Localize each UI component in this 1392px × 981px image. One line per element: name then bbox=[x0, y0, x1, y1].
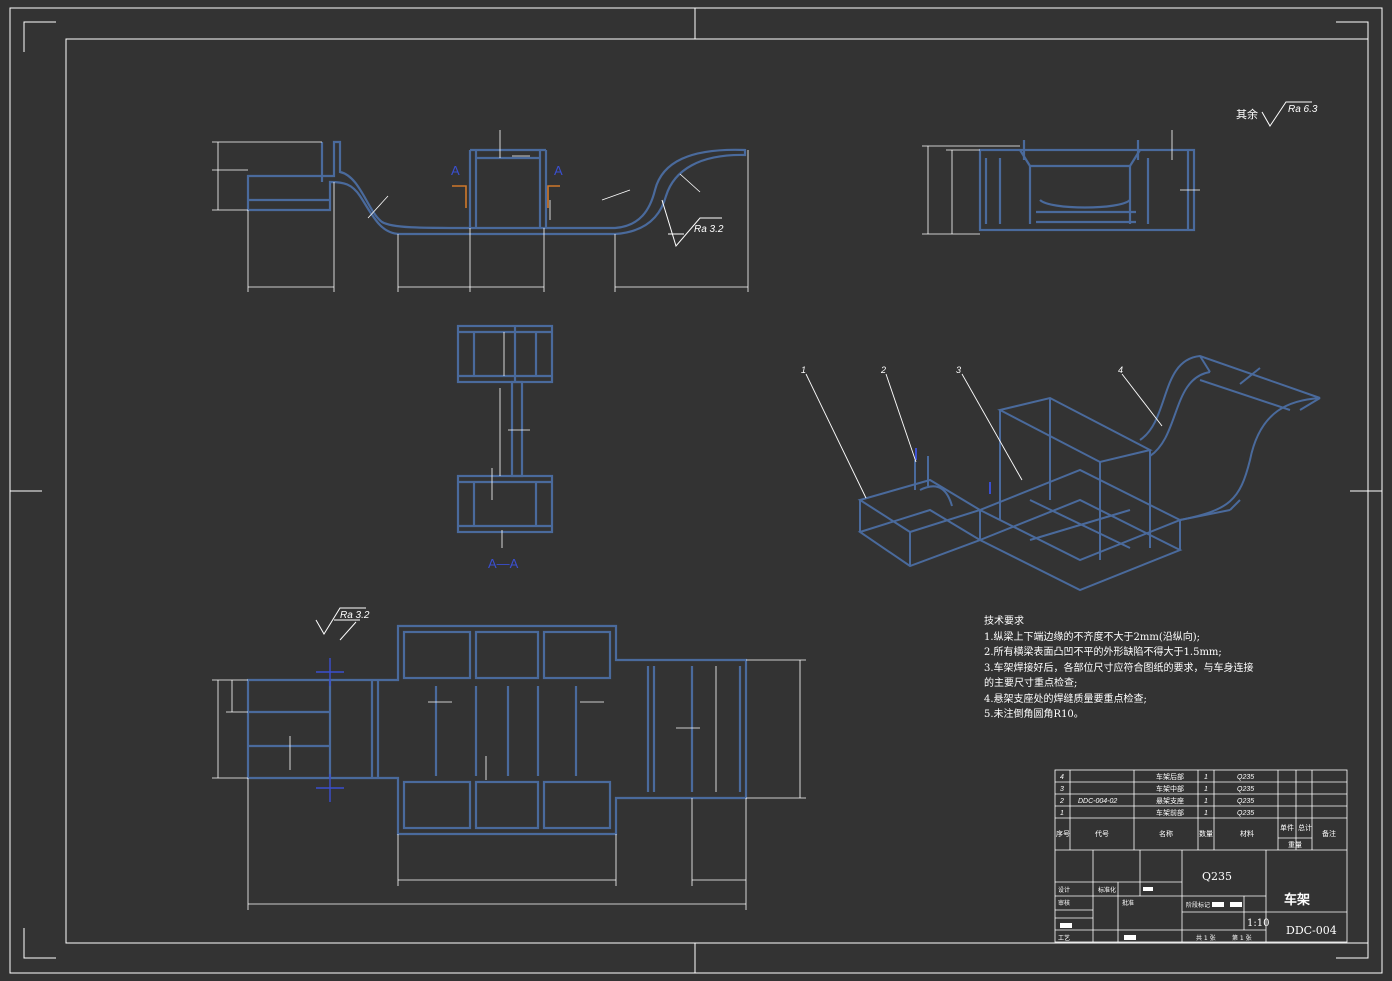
title-block-labels: 标准化 设计 审核 批准 工艺 阶段标记 共 1 张 第 1 张 bbox=[1058, 886, 1252, 942]
tech-item: 3.车架焊接好后，各部位尺寸应符合图纸的要求，与车身连接 bbox=[984, 662, 1254, 674]
bom-header-remark: 备注 bbox=[1322, 829, 1336, 838]
bom-header-unit: 单件 bbox=[1280, 823, 1294, 832]
bom-row-1-name: 车架后部 bbox=[1156, 772, 1184, 781]
bom-row-3-name: 悬架支座 bbox=[1156, 796, 1184, 805]
bom-row-3-no: 2 bbox=[1059, 798, 1064, 805]
front-view bbox=[246, 140, 747, 236]
section-view-dims bbox=[491, 332, 530, 548]
bom-row-3-qty: 1 bbox=[1204, 798, 1208, 805]
balloon-3: 3 bbox=[956, 365, 961, 375]
bom-row-1-material: Q235 bbox=[1237, 774, 1254, 781]
bom-row-2-name: 车架中部 bbox=[1156, 784, 1184, 793]
tb-sheets: 共 1 张 bbox=[1196, 934, 1216, 942]
front-view-dims bbox=[212, 130, 749, 292]
tb-approve: 批准 bbox=[1122, 899, 1134, 907]
roughness-value-plan: Ra 3.2 bbox=[340, 610, 370, 621]
tb-stage: 阶段标记 bbox=[1186, 901, 1210, 909]
roughness-general: 其余 Ra 6.3 bbox=[1236, 101, 1318, 127]
crosshairs bbox=[316, 658, 344, 802]
title-block-scale: 1:10 bbox=[1247, 918, 1269, 929]
bom-header-weight: 重量 bbox=[1288, 841, 1302, 849]
roughness-general-value: Ra 6.3 bbox=[1288, 104, 1318, 115]
roughness-general-label: 其余 bbox=[1236, 107, 1258, 121]
tb-process: 工艺 bbox=[1058, 934, 1070, 942]
tb-design: 设计 bbox=[1058, 886, 1070, 894]
section-view bbox=[456, 324, 554, 534]
roughness-value-front: Ra 3.2 bbox=[694, 224, 724, 235]
title-block-fills bbox=[1060, 887, 1242, 940]
section-markers: A A bbox=[451, 163, 563, 208]
bom-table bbox=[1054, 769, 1348, 943]
sheet-frame bbox=[9, 7, 1383, 974]
side-view-dims bbox=[922, 130, 1200, 235]
bom-row-4-material: Q235 bbox=[1237, 810, 1254, 817]
bom-header-qty: 数量 bbox=[1199, 829, 1213, 838]
section-mark-left: A bbox=[451, 163, 460, 178]
bom-header-total: 总计 bbox=[1298, 823, 1312, 832]
balloons: 1 2 3 4 bbox=[801, 365, 1123, 375]
roughness-symbol-plan: Ra 3.2 bbox=[315, 607, 370, 641]
bom-row-4-qty: 1 bbox=[1204, 810, 1208, 817]
plan-view-dims bbox=[212, 659, 806, 910]
bom-row-1-no: 4 bbox=[1060, 774, 1064, 781]
bom-row-1-qty: 1 bbox=[1204, 774, 1208, 781]
plan-view bbox=[246, 624, 748, 836]
drawing-code: DDC-004 bbox=[1286, 924, 1337, 937]
tech-item: 4.悬架支座处的焊缝质量要重点检查; bbox=[984, 693, 1147, 705]
balloon-1: 1 bbox=[801, 365, 806, 375]
isometric-view bbox=[857, 354, 1321, 592]
bom-header-name: 名称 bbox=[1159, 829, 1173, 838]
tech-item: 的主要尺寸重点检查; bbox=[984, 678, 1078, 689]
tech-requirements: 技术要求 1.纵梁上下端边缘的不齐度不大于2mm(沿纵向); 2.所有横梁表面凸… bbox=[984, 614, 1254, 723]
section-mark-right: A bbox=[554, 163, 563, 178]
tech-item: 1.纵梁上下端边缘的不齐度不大于2mm(沿纵向); bbox=[984, 631, 1201, 643]
tb-std: 标准化 bbox=[1098, 886, 1116, 894]
isometric-marks bbox=[915, 448, 991, 494]
bom-header-material: 材料 bbox=[1240, 829, 1254, 838]
title-block bbox=[1055, 850, 1347, 942]
side-view bbox=[978, 140, 1196, 232]
bom-row-2-qty: 1 bbox=[1204, 786, 1208, 793]
bom-row-2-material: Q235 bbox=[1237, 786, 1254, 793]
bom-header-no: 序号 bbox=[1056, 829, 1070, 838]
tb-check: 审核 bbox=[1058, 899, 1070, 907]
title-block-material: Q235 bbox=[1202, 870, 1232, 883]
tech-item: 5.未注倒角圆角R10。 bbox=[984, 709, 1084, 720]
balloon-2: 2 bbox=[880, 365, 886, 375]
bom-header: 序号 代号 名称 数量 材料 单件 总计 重量 备注 bbox=[1056, 823, 1336, 849]
balloon-leaders bbox=[805, 373, 1163, 499]
tech-item: 2.所有横梁表面凸凹不平的外形缺陷不得大于1.5mm; bbox=[984, 647, 1222, 658]
drawing-name: 车架 bbox=[1284, 892, 1310, 908]
roughness-symbol-front: Ra 3.2 bbox=[661, 199, 724, 248]
bom-row-4-name: 车架前部 bbox=[1156, 808, 1184, 817]
balloon-4: 4 bbox=[1118, 365, 1123, 375]
tb-sheet-no: 第 1 张 bbox=[1232, 934, 1252, 942]
bom-row-3-code: DDC-004-02 bbox=[1078, 798, 1117, 805]
section-view-label: A—A bbox=[488, 556, 519, 571]
bom-row-3-material: Q235 bbox=[1237, 798, 1254, 805]
bom-row-4-no: 1 bbox=[1060, 810, 1064, 817]
tech-title: 技术要求 bbox=[984, 616, 1024, 627]
bom-header-code: 代号 bbox=[1095, 829, 1109, 838]
bom-rows: 4 车架后部 1 Q235 3 车架中部 1 Q235 2 DDC-004-02… bbox=[1059, 772, 1254, 817]
bom-row-2-no: 3 bbox=[1060, 786, 1064, 793]
